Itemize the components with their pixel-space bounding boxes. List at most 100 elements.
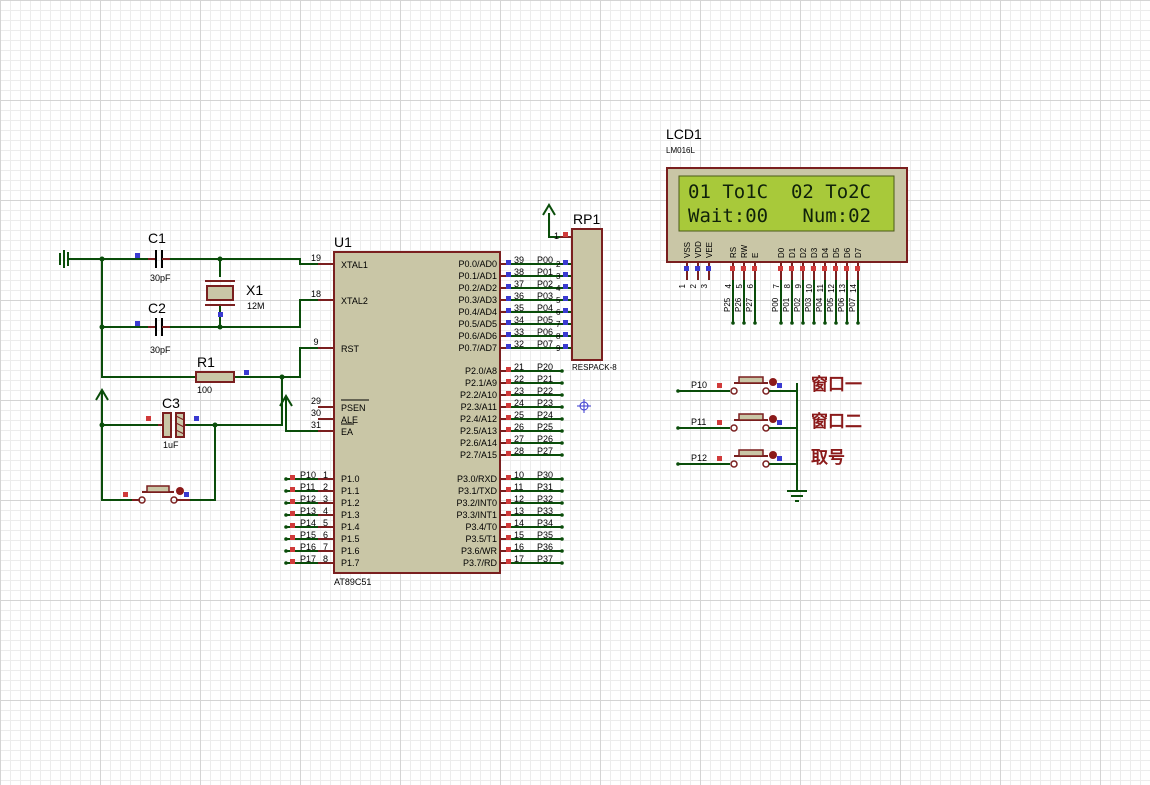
capacitor-c1[interactable]: C1 30pF bbox=[135, 230, 171, 283]
respack-pin-state: 5 bbox=[556, 296, 561, 305]
u1-pin-name: P3.2/INT0 bbox=[456, 498, 497, 508]
u1-pin-name: P3.5/T1 bbox=[465, 534, 497, 544]
lcd-pin-num: 8 bbox=[783, 283, 792, 288]
pin-state-marker bbox=[777, 420, 782, 425]
u1-pin-num: 32 bbox=[514, 339, 524, 349]
pin-state-marker bbox=[506, 535, 511, 540]
pin-state-marker bbox=[717, 383, 722, 388]
capacitor-c2[interactable]: C2 30pF bbox=[135, 300, 171, 355]
switch-knob bbox=[769, 378, 777, 386]
lcd-ref: LCD1 bbox=[666, 126, 702, 142]
net-terminal bbox=[560, 393, 564, 397]
lcd-pin-num: 5 bbox=[735, 283, 744, 288]
c3-value: 1uF bbox=[163, 440, 179, 450]
u1-net-label: P17 bbox=[300, 554, 316, 564]
u1-net-label: P06 bbox=[537, 327, 553, 337]
net-terminal bbox=[779, 321, 783, 325]
power-arrow-ea bbox=[279, 394, 293, 408]
pin-state-marker bbox=[777, 456, 782, 461]
u1-pin-name: P1.1 bbox=[341, 486, 360, 496]
u1-pin-name: P2.7/A15 bbox=[460, 450, 497, 460]
pin-state-marker bbox=[290, 559, 295, 564]
u1-net-label: P21 bbox=[537, 374, 553, 384]
switch-cap bbox=[738, 376, 764, 384]
u1-net-label: P34 bbox=[537, 518, 553, 528]
net-terminal bbox=[742, 321, 746, 325]
respack-pin-state: 9 bbox=[556, 344, 561, 353]
pin-state-marker bbox=[741, 266, 746, 271]
mcu-u1[interactable]: U1 AT89C51 19XTAL118XTAL29RST29PSEN30ALE… bbox=[284, 234, 572, 587]
pin-state-marker bbox=[506, 391, 511, 396]
lcd-pin-name: D7 bbox=[854, 247, 863, 258]
lcd-net-label: P04 bbox=[815, 297, 824, 312]
u1-pin-name: P2.0/A8 bbox=[465, 366, 497, 376]
u1-pin-name: P1.5 bbox=[341, 534, 360, 544]
x1-ref: X1 bbox=[246, 282, 263, 298]
respack-pin-state: 7 bbox=[556, 320, 561, 329]
u1-pin-num: 27 bbox=[514, 434, 524, 444]
rp1-part: RESPACK-8 bbox=[572, 363, 617, 372]
net-terminal bbox=[560, 537, 564, 541]
net-terminal bbox=[560, 501, 564, 505]
capacitor-c3[interactable]: C3 1uF bbox=[146, 395, 199, 450]
net-terminal bbox=[560, 405, 564, 409]
u1-pin-name: EA bbox=[341, 427, 353, 437]
respack-pin-state: 4 bbox=[556, 284, 561, 293]
reset-button[interactable] bbox=[123, 485, 190, 504]
u1-pin-num: 24 bbox=[514, 398, 524, 408]
u1-net-label: P27 bbox=[537, 446, 553, 456]
u1-pin-name: P3.3/INT1 bbox=[456, 510, 497, 520]
u1-net-label: P02 bbox=[537, 279, 553, 289]
pin-state-marker bbox=[506, 511, 511, 516]
net-terminal bbox=[284, 525, 288, 529]
lcd-lm016l[interactable]: LCD1 LM016L 01 To1C 02 To2C Wait:00 Num:… bbox=[666, 126, 908, 325]
lcd-pin-name: D4 bbox=[821, 247, 830, 258]
u1-pin-num: 28 bbox=[514, 446, 524, 456]
pin-state-marker bbox=[777, 383, 782, 388]
u1-pin-num: 17 bbox=[514, 554, 524, 564]
net-terminal bbox=[801, 321, 805, 325]
net-terminal bbox=[731, 321, 735, 325]
u1-pin-name: P2.6/A14 bbox=[460, 438, 497, 448]
u1-pin-name: RST bbox=[341, 344, 360, 354]
u1-net-label: P07 bbox=[537, 339, 553, 349]
net-terminal bbox=[560, 513, 564, 517]
u1-pin-num: 13 bbox=[514, 506, 524, 516]
u1-pin-name: P0.4/AD4 bbox=[458, 307, 497, 317]
respack-rp1[interactable]: 1 RP1 RESPACK-8 bbox=[542, 203, 617, 372]
pin-state-marker bbox=[717, 420, 722, 425]
power-arrow-left bbox=[95, 388, 109, 401]
u1-ref: U1 bbox=[334, 234, 352, 250]
u1-pin-num: 31 bbox=[311, 420, 321, 430]
u1-pin-num: 7 bbox=[323, 542, 328, 552]
u1-pin-name: P2.5/A13 bbox=[460, 426, 497, 436]
u1-net-label: P14 bbox=[300, 518, 316, 528]
u1-pin-name: P0.5/AD5 bbox=[458, 319, 497, 329]
resistor-r1[interactable]: R1 100 bbox=[195, 354, 249, 395]
u1-pin-num: 16 bbox=[514, 542, 524, 552]
pin-state-marker bbox=[811, 266, 816, 271]
net-terminal bbox=[560, 417, 564, 421]
pin-state-marker bbox=[506, 415, 511, 420]
pin-state-marker bbox=[506, 308, 511, 313]
oscillator-circuit: C1 30pF C2 30pF X1 12M bbox=[59, 230, 332, 504]
crystal-x1[interactable]: X1 12M bbox=[205, 280, 265, 317]
lcd-pin-name: E bbox=[751, 253, 760, 258]
switch-contact bbox=[762, 387, 770, 395]
net-terminal bbox=[560, 381, 564, 385]
u1-pin-name: P0.2/AD2 bbox=[458, 283, 497, 293]
u1-pin-num: 29 bbox=[311, 396, 321, 406]
u1-pin-num: 8 bbox=[323, 554, 328, 564]
lcd-pin-name: D3 bbox=[810, 247, 819, 258]
net-terminal bbox=[284, 501, 288, 505]
u1-pin-num: 3 bbox=[323, 494, 328, 504]
u1-pin-name: P3.0/RXD bbox=[457, 474, 498, 484]
